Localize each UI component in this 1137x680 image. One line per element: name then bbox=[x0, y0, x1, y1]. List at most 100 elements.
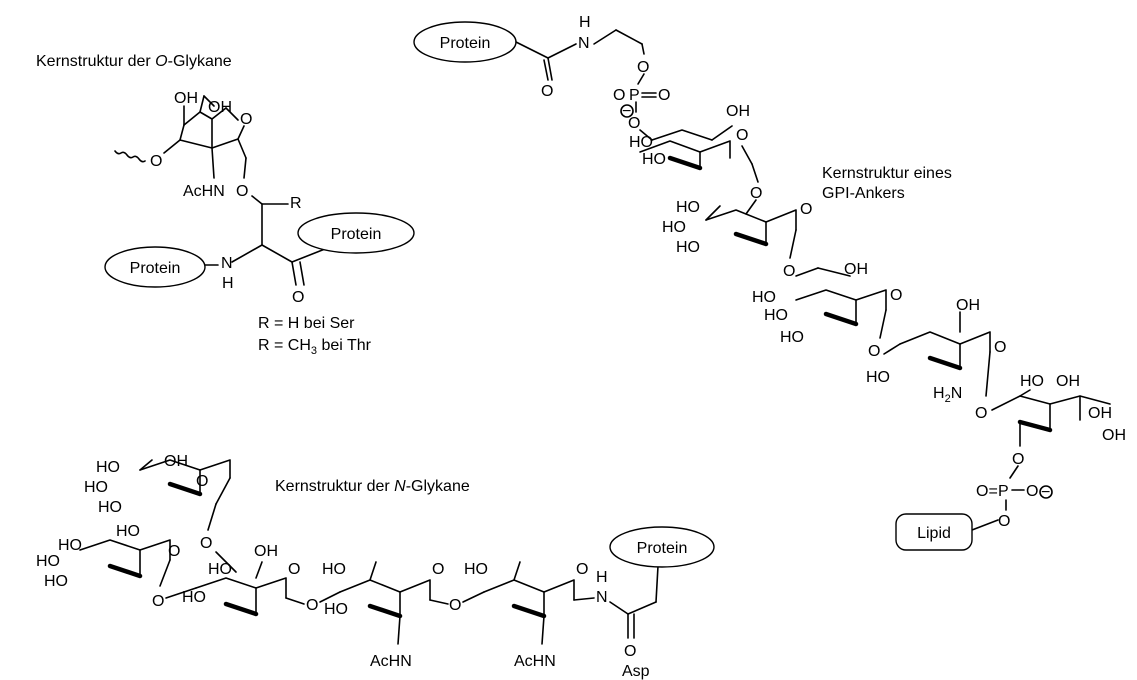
legend-thr: R = CH3 bei Thr bbox=[258, 337, 372, 357]
ho-label: HO bbox=[98, 499, 122, 516]
amide-h-label: H bbox=[579, 14, 591, 31]
o-label: O bbox=[613, 87, 625, 104]
glycosidic-o-label: O bbox=[200, 535, 212, 552]
glycosidic-o-label: O bbox=[783, 263, 795, 280]
glycosidic-o-label: O bbox=[868, 343, 880, 360]
protein-ellipse bbox=[609, 526, 715, 568]
ring-o-label: O bbox=[576, 561, 588, 578]
oh-label: OH bbox=[956, 297, 980, 314]
oh-label: OH bbox=[1056, 373, 1080, 390]
glycosidic-o-label: O bbox=[750, 185, 762, 202]
lipid-box bbox=[895, 513, 973, 551]
ring-o-label: O bbox=[196, 473, 208, 490]
ho-label: HO bbox=[866, 369, 890, 386]
glucosamine-ring bbox=[899, 331, 991, 353]
oh-label: OH bbox=[1088, 405, 1112, 422]
ho-label: HO bbox=[44, 573, 68, 590]
o-label: O bbox=[628, 115, 640, 132]
mannose-ring bbox=[195, 577, 287, 599]
o-label: O bbox=[998, 513, 1010, 530]
ho-label: HO bbox=[752, 289, 776, 306]
ring-o-label: O bbox=[994, 339, 1006, 356]
ho-label: HO bbox=[676, 199, 700, 216]
mannose-ring bbox=[795, 289, 887, 311]
gpi-title-line2: GPI-Ankers bbox=[822, 185, 905, 202]
mannose-ring bbox=[79, 539, 171, 561]
o-label: O bbox=[658, 87, 670, 104]
ring-o-label: O bbox=[288, 561, 300, 578]
ho-label: HO bbox=[1020, 373, 1044, 390]
ho-label: HO bbox=[208, 561, 232, 578]
ho-label: HO bbox=[676, 239, 700, 256]
asp-label: Asp bbox=[622, 663, 650, 680]
ho-label: HO bbox=[116, 523, 140, 540]
o-label: O bbox=[150, 153, 162, 170]
phosphorus-label: P bbox=[629, 87, 640, 104]
ho-label: HO bbox=[764, 307, 788, 324]
ho-label: HO bbox=[642, 151, 666, 168]
oh-label: OH bbox=[208, 99, 232, 116]
n-label: N bbox=[221, 255, 233, 272]
phosphorus-label: P bbox=[998, 483, 1009, 500]
minus-sign: − bbox=[1041, 484, 1050, 501]
glycosidic-o-label: O bbox=[449, 597, 461, 614]
lipid-label: Lipid bbox=[917, 525, 951, 542]
wavy-bond bbox=[114, 150, 146, 163]
h-label: H bbox=[222, 275, 234, 292]
oh-label: OH bbox=[726, 103, 750, 120]
achn-label: AcHN bbox=[514, 653, 556, 670]
o-label: O bbox=[1026, 483, 1038, 500]
glcnac-ring bbox=[483, 579, 575, 601]
ho-label: HO bbox=[629, 134, 653, 151]
n-glycan-title: Kernstruktur der N-Glykane bbox=[275, 478, 470, 495]
galnac-ring bbox=[163, 111, 213, 154]
o-label: O bbox=[637, 59, 649, 76]
ho-label: HO bbox=[36, 553, 60, 570]
ring-o-label: O bbox=[168, 543, 180, 560]
ring-o-label: O bbox=[432, 561, 444, 578]
ho-label: HO bbox=[182, 589, 206, 606]
ho-label: HO bbox=[780, 329, 804, 346]
amide-n-label: N bbox=[596, 589, 608, 606]
protein-ellipse bbox=[297, 212, 415, 254]
o-glycan-title: Kernstruktur der O-Glykane bbox=[36, 53, 232, 70]
oh-label: OH bbox=[164, 453, 188, 470]
glycosidic-o-label: O bbox=[152, 593, 164, 610]
ring-o-label: O bbox=[800, 201, 812, 218]
oh-label: OH bbox=[174, 90, 198, 107]
oh-label: OH bbox=[1102, 427, 1126, 444]
legend-ser: R = H bei Ser bbox=[258, 315, 355, 332]
ho-label: HO bbox=[58, 537, 82, 554]
ho-label: HO bbox=[96, 459, 120, 476]
protein-label: Protein bbox=[130, 260, 181, 277]
carbonyl-o-label: O bbox=[292, 289, 304, 306]
minus-sign: − bbox=[622, 103, 631, 120]
o-glycan-structure: O OH OH O AcHN O R N H O Protein bbox=[104, 90, 415, 357]
glcnac-ring bbox=[339, 579, 431, 601]
ho-label: HO bbox=[464, 561, 488, 578]
protein-label: Protein bbox=[331, 226, 382, 243]
glycosidic-o-label: O bbox=[236, 183, 248, 200]
ho-label: HO bbox=[84, 479, 108, 496]
gpi-anchor-structure: Protein O N H O P O − O O OH O HO HO O bbox=[413, 14, 1126, 551]
ring-o-label: O bbox=[890, 287, 902, 304]
r-label: R bbox=[290, 195, 302, 212]
protein-label: Protein bbox=[637, 540, 688, 557]
glycosidic-o-label: O bbox=[975, 405, 987, 422]
amide-o-label: O bbox=[541, 83, 553, 100]
amide-n-label: N bbox=[578, 35, 590, 52]
oh-label: OH bbox=[254, 543, 278, 560]
oeq-label: O= bbox=[976, 483, 998, 500]
protein-ellipse bbox=[104, 246, 206, 288]
oh-label: OH bbox=[844, 261, 868, 278]
ring-o-label: O bbox=[240, 111, 252, 128]
glycosidic-o-label: O bbox=[306, 597, 318, 614]
mannose-ring bbox=[705, 209, 797, 231]
ho-label: HO bbox=[662, 219, 686, 236]
achn-label: AcHN bbox=[370, 653, 412, 670]
o-label: O bbox=[1012, 451, 1024, 468]
amide-h-label: H bbox=[596, 569, 608, 586]
gpi-title-line1: Kernstruktur eines bbox=[822, 165, 952, 182]
